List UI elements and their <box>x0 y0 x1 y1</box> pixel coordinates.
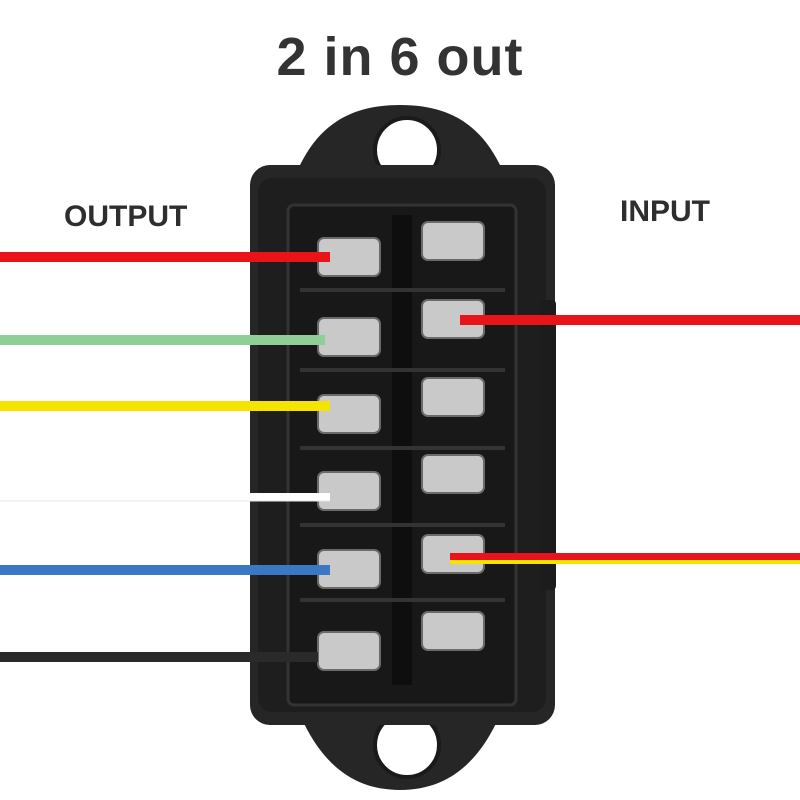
terminal <box>317 394 381 434</box>
terminal <box>317 471 381 511</box>
terminal <box>421 221 485 261</box>
input-label: INPUT <box>620 195 710 228</box>
diagram-title: 2 in 6 out <box>276 27 524 87</box>
terminal <box>317 317 381 357</box>
terminal <box>421 611 485 651</box>
terminal <box>421 454 485 494</box>
terminal <box>421 377 485 417</box>
left-terminal-column <box>317 237 381 671</box>
terminal <box>317 631 381 671</box>
output-label: OUTPUT <box>64 200 188 233</box>
fuse-block-housing <box>250 105 556 790</box>
